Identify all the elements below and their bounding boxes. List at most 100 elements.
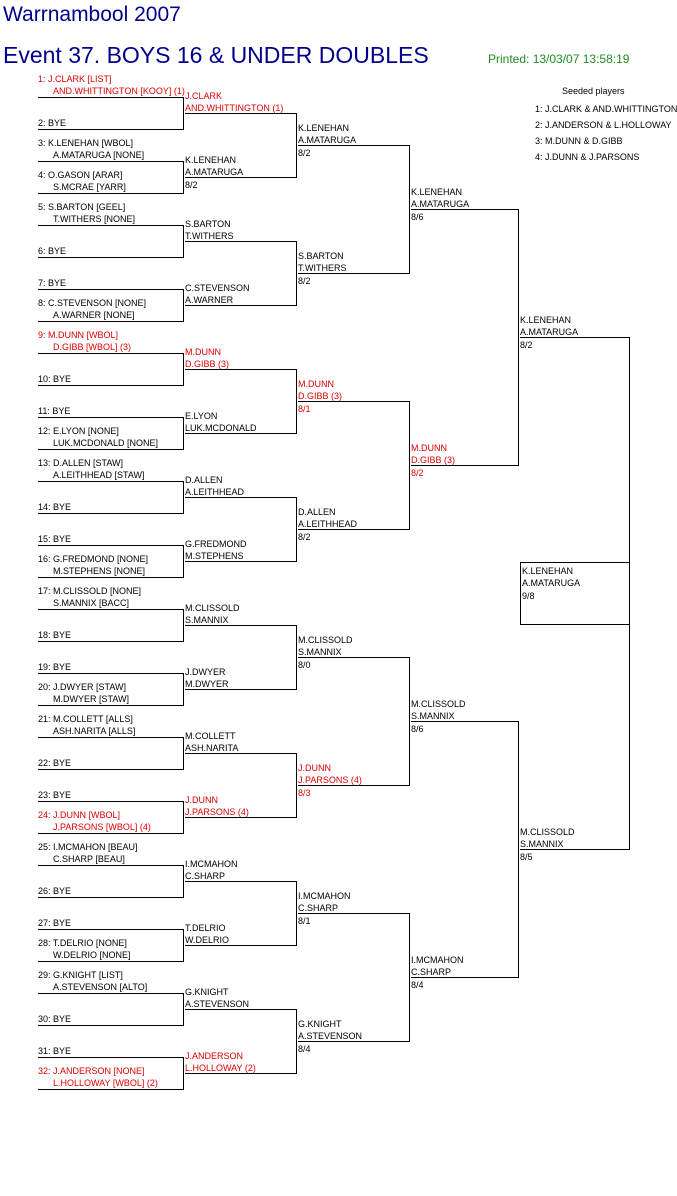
- winner-line1: J.ANDERSON: [185, 1051, 244, 1061]
- bracket-line: [38, 705, 183, 706]
- bracket-line: [38, 1025, 183, 1026]
- bracket-line: [185, 177, 296, 178]
- match-score: 8/5: [520, 852, 533, 862]
- bracket-line: [185, 1009, 296, 1010]
- draw-entry-line1: 19: BYE: [38, 662, 72, 672]
- draw-entry-line1: 16: G.FREDMOND [NONE]: [38, 554, 149, 564]
- winner-line2: A.STEVENSON: [298, 1031, 363, 1041]
- bracket-line: [183, 673, 184, 706]
- winner-line2: ASH.NARITA: [185, 743, 239, 753]
- bracket-line: [409, 657, 410, 786]
- match-score: 8/2: [298, 148, 311, 158]
- bracket-line: [38, 129, 183, 130]
- draw-entry-line1: 15: BYE: [38, 534, 72, 544]
- match-score: 8/2: [520, 340, 533, 350]
- winner-line1: J.DUNN: [185, 795, 218, 805]
- bracket-line: [298, 657, 409, 658]
- bracket-line: [183, 481, 184, 514]
- bracket-line: [185, 945, 296, 946]
- final-score: 9/8: [522, 591, 535, 601]
- draw-entry-line1: 30: BYE: [38, 1014, 72, 1024]
- match-score: 8/2: [298, 532, 311, 542]
- bracket-line: [185, 561, 296, 562]
- draw-entry-line2: T.WITHERS [NONE]: [53, 214, 136, 224]
- winner-line2: D.GIBB (3): [411, 455, 456, 465]
- bracket-line: [298, 145, 409, 146]
- bracket-line: [296, 369, 297, 434]
- winner-line2: L.HOLLOWAY (2): [185, 1063, 256, 1073]
- bracket-line: [409, 145, 410, 274]
- draw-entry-line2: S.MANNIX [BACC]: [53, 598, 130, 608]
- winner-line1: M.DUNN: [411, 443, 447, 453]
- bracket-line: [520, 562, 521, 625]
- bracket-line: [183, 417, 184, 450]
- match-score: 8/3: [298, 788, 311, 798]
- winner-line1: E.LYON: [185, 411, 218, 421]
- winner-line2: S.MANNIX: [298, 647, 342, 657]
- draw-entry-line2: M.STEPHENS [NONE]: [53, 566, 146, 576]
- bracket-line: [38, 321, 183, 322]
- draw-entry-line1: 28: T.DELRIO [NONE]: [38, 938, 127, 948]
- draw-entry-line1: 12: E.LYON [NONE]: [38, 426, 119, 436]
- bracket-line: [38, 609, 183, 610]
- winner-line1: T.DELRIO: [185, 923, 226, 933]
- bracket-line: [185, 625, 296, 626]
- winner-line1: D.ALLEN: [185, 475, 223, 485]
- draw-entry-line1: 4: O.GASON [ARAR]: [38, 170, 123, 180]
- winner-line1: J.DUNN: [298, 763, 331, 773]
- draw-entry-line2: S.MCRAE [YARR]: [53, 182, 126, 192]
- winner-line2: D.GIBB (3): [298, 391, 343, 401]
- winner-line1: I.MCMAHON: [185, 859, 238, 869]
- draw-entry-line1: 10: BYE: [38, 374, 72, 384]
- draw-entry-line1: 32: J.ANDERSON [NONE]: [38, 1066, 145, 1076]
- match-score: 8/1: [298, 916, 311, 926]
- draw-entry-line1: 22: BYE: [38, 758, 72, 768]
- winner-line2: C.SHARP: [185, 871, 226, 881]
- bracket-line: [296, 497, 297, 562]
- winner-line2: A.STEVENSON: [185, 999, 250, 1009]
- bracket-line: [183, 353, 184, 386]
- bracket-line: [296, 881, 297, 946]
- draw-entry-line1: 14: BYE: [38, 502, 72, 512]
- bracket-line: [183, 225, 184, 258]
- winner-line1: K.LENEHAN: [520, 315, 572, 325]
- seeded-players-heading: Seeded players: [562, 86, 625, 96]
- draw-entry-line1: 3: K.LENEHAN [WBOL]: [38, 138, 134, 148]
- seeded-player-3: 3: M.DUNN & D.GIBB: [535, 136, 623, 146]
- bracket-line: [185, 817, 296, 818]
- winner-line2: LUK.MCDONALD: [185, 423, 257, 433]
- event-title: Event 37. BOYS 16 & UNDER DOUBLES: [3, 42, 429, 68]
- match-score: 8/2: [298, 276, 311, 286]
- bracket-line: [38, 353, 183, 354]
- bracket-line: [185, 433, 296, 434]
- bracket-line: [38, 545, 183, 546]
- winner-line2: A.MATARUGA: [520, 327, 579, 337]
- match-score: 8/4: [411, 980, 424, 990]
- draw-entry-line1: 5: S.BARTON [GEEL]: [38, 202, 126, 212]
- winner-line2: A.LEITHHEAD: [298, 519, 358, 529]
- bracket-line: [185, 689, 296, 690]
- seeded-player-2: 2: J.ANDERSON & L.HOLLOWAY: [535, 120, 672, 130]
- seeded-player-4: 4: J.DUNN & J.PARSONS: [535, 152, 640, 162]
- winner-line1: M.DUNN: [298, 379, 334, 389]
- bracket-line: [38, 961, 183, 962]
- winner-line1: M.CLISSOLD: [520, 827, 575, 837]
- winner-line1: K.LENEHAN: [298, 123, 350, 133]
- bracket-line: [520, 849, 629, 850]
- match-score: 8/1: [298, 404, 311, 414]
- draw-entry-line2: ASH.NARITA [ALLS]: [53, 726, 136, 736]
- bracket-line: [298, 273, 409, 274]
- winner-line2: S.MANNIX: [411, 711, 455, 721]
- bracket-line: [38, 417, 183, 418]
- winner-line1: K.LENEHAN: [185, 155, 237, 165]
- bracket-line: [38, 1057, 183, 1058]
- tournament-title: Warrnambool 2007: [3, 3, 181, 26]
- winner-line1: J.DWYER: [185, 667, 226, 677]
- winner-line1: C.STEVENSON: [185, 283, 250, 293]
- bracket-line: [185, 881, 296, 882]
- bracket-line: [38, 385, 183, 386]
- draw-entry-line1: 25: I.MCMAHON [BEAU]: [38, 842, 138, 852]
- bracket-line: [518, 209, 519, 466]
- champion-line1: K.LENEHAN: [522, 566, 574, 576]
- bracket-line: [296, 625, 297, 690]
